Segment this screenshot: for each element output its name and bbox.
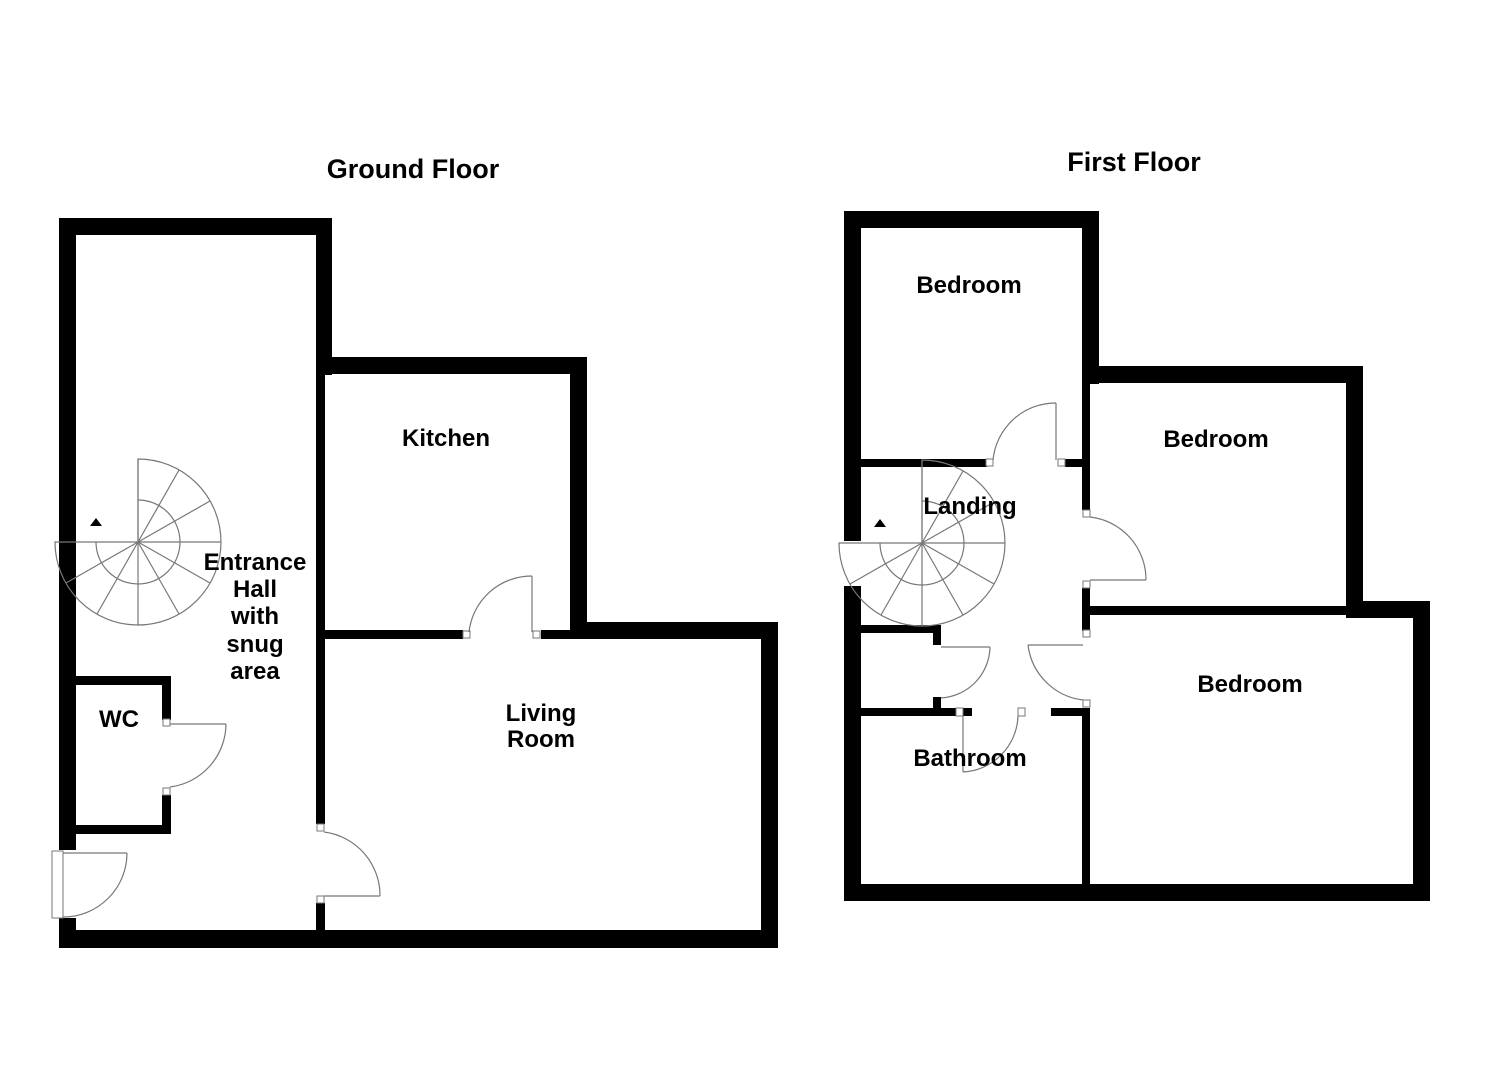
first-floor-title: First Floor xyxy=(1067,147,1201,177)
stairs-direction-arrow-icon xyxy=(90,518,102,526)
cupboard-door xyxy=(940,646,991,699)
label-entrance-hall-line-5: area xyxy=(230,658,280,685)
first-floor-doors xyxy=(940,402,1147,773)
bedroom-1-door xyxy=(985,402,1066,467)
ground-floor-spiral-stairs xyxy=(54,458,222,626)
ground-floor-room-labels: Entrance Hall with snug area Kitchen Liv… xyxy=(99,425,576,753)
label-living-room-line-2: Room xyxy=(507,726,575,753)
first-floor-spiral-stairs xyxy=(838,459,1006,627)
label-bedroom-3: Bedroom xyxy=(1197,671,1302,698)
ground-floor-plan: Ground Floor xyxy=(51,154,778,948)
bedroom-3-door xyxy=(1027,629,1091,708)
first-floor-plan: First Floor xyxy=(838,147,1430,901)
kitchen-door xyxy=(462,575,541,639)
label-living-room-line-1: Living xyxy=(506,700,577,727)
bathroom-door xyxy=(955,707,1026,773)
label-bathroom: Bathroom xyxy=(913,745,1026,772)
label-kitchen: Kitchen xyxy=(402,425,490,452)
label-wc: WC xyxy=(99,706,139,733)
label-entrance-hall-line-4: snug xyxy=(226,631,283,658)
bedroom-2-door xyxy=(1082,509,1147,589)
ground-floor-title: Ground Floor xyxy=(327,154,500,184)
ground-floor-doors xyxy=(51,575,541,919)
ground-floor-walls xyxy=(59,218,778,948)
first-floor-room-labels: Bedroom Bedroom Bedroom Landing Bathroom xyxy=(913,272,1302,772)
label-bedroom-1: Bedroom xyxy=(916,272,1021,299)
label-entrance-hall-line-2: Hall xyxy=(233,576,277,603)
label-bedroom-2: Bedroom xyxy=(1163,426,1268,453)
label-landing: Landing xyxy=(923,493,1016,520)
front-door xyxy=(51,850,128,919)
wc-door xyxy=(162,718,227,796)
first-floor-walls xyxy=(844,211,1430,901)
living-room-door xyxy=(316,823,381,904)
label-entrance-hall-line-1: Entrance xyxy=(204,549,307,576)
stairs-direction-arrow-icon xyxy=(874,519,886,527)
label-entrance-hall-line-3: with xyxy=(230,603,279,630)
